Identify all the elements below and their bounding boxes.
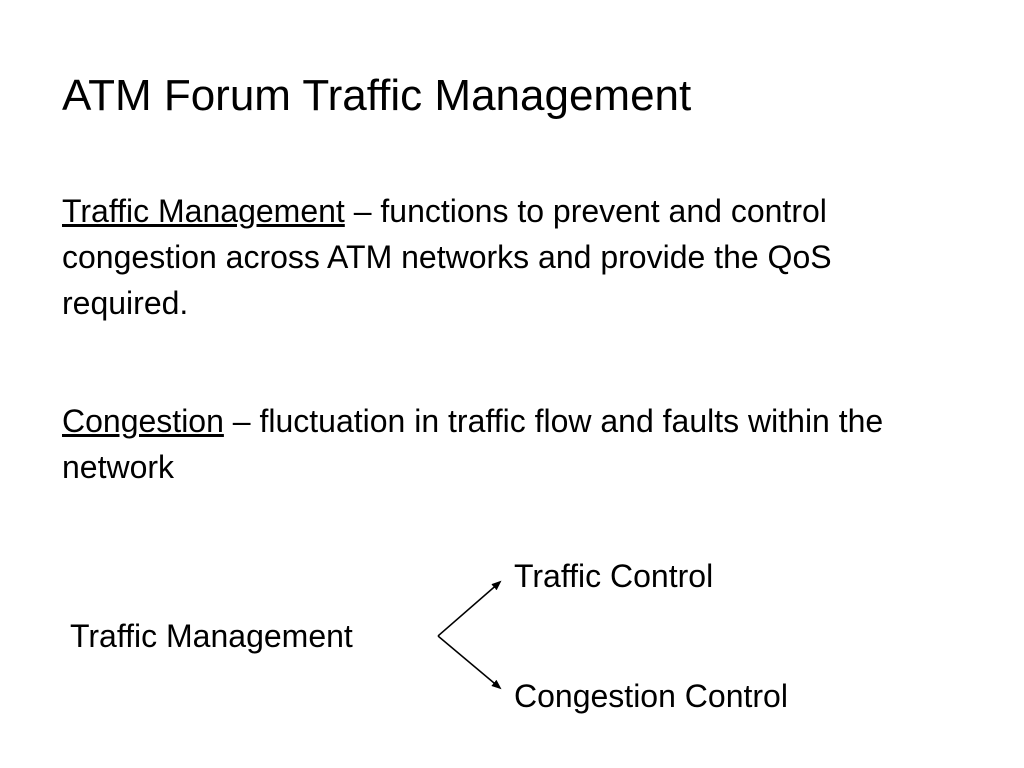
definition-congestion: Congestion – fluctuation in traffic flow… (62, 398, 942, 490)
diagram-branch-traffic-control: Traffic Control (514, 558, 714, 594)
definition-text: – fluctuation in traffic flow and faults… (62, 403, 884, 485)
diagram-root-label: Traffic Management (70, 618, 353, 654)
definition-term: Traffic Management (62, 193, 345, 229)
definition-term: Congestion (62, 403, 224, 439)
slide-title: ATM Forum Traffic Management (62, 71, 692, 120)
diagram-branch-congestion-control: Congestion Control (514, 678, 788, 714)
arrow-to-traffic-control (437, 580, 502, 637)
arrow-to-congestion-control (437, 635, 502, 690)
definition-traffic-management: Traffic Management – functions to preven… (62, 188, 942, 326)
definition-text: – functions to prevent and control conge… (62, 193, 832, 321)
